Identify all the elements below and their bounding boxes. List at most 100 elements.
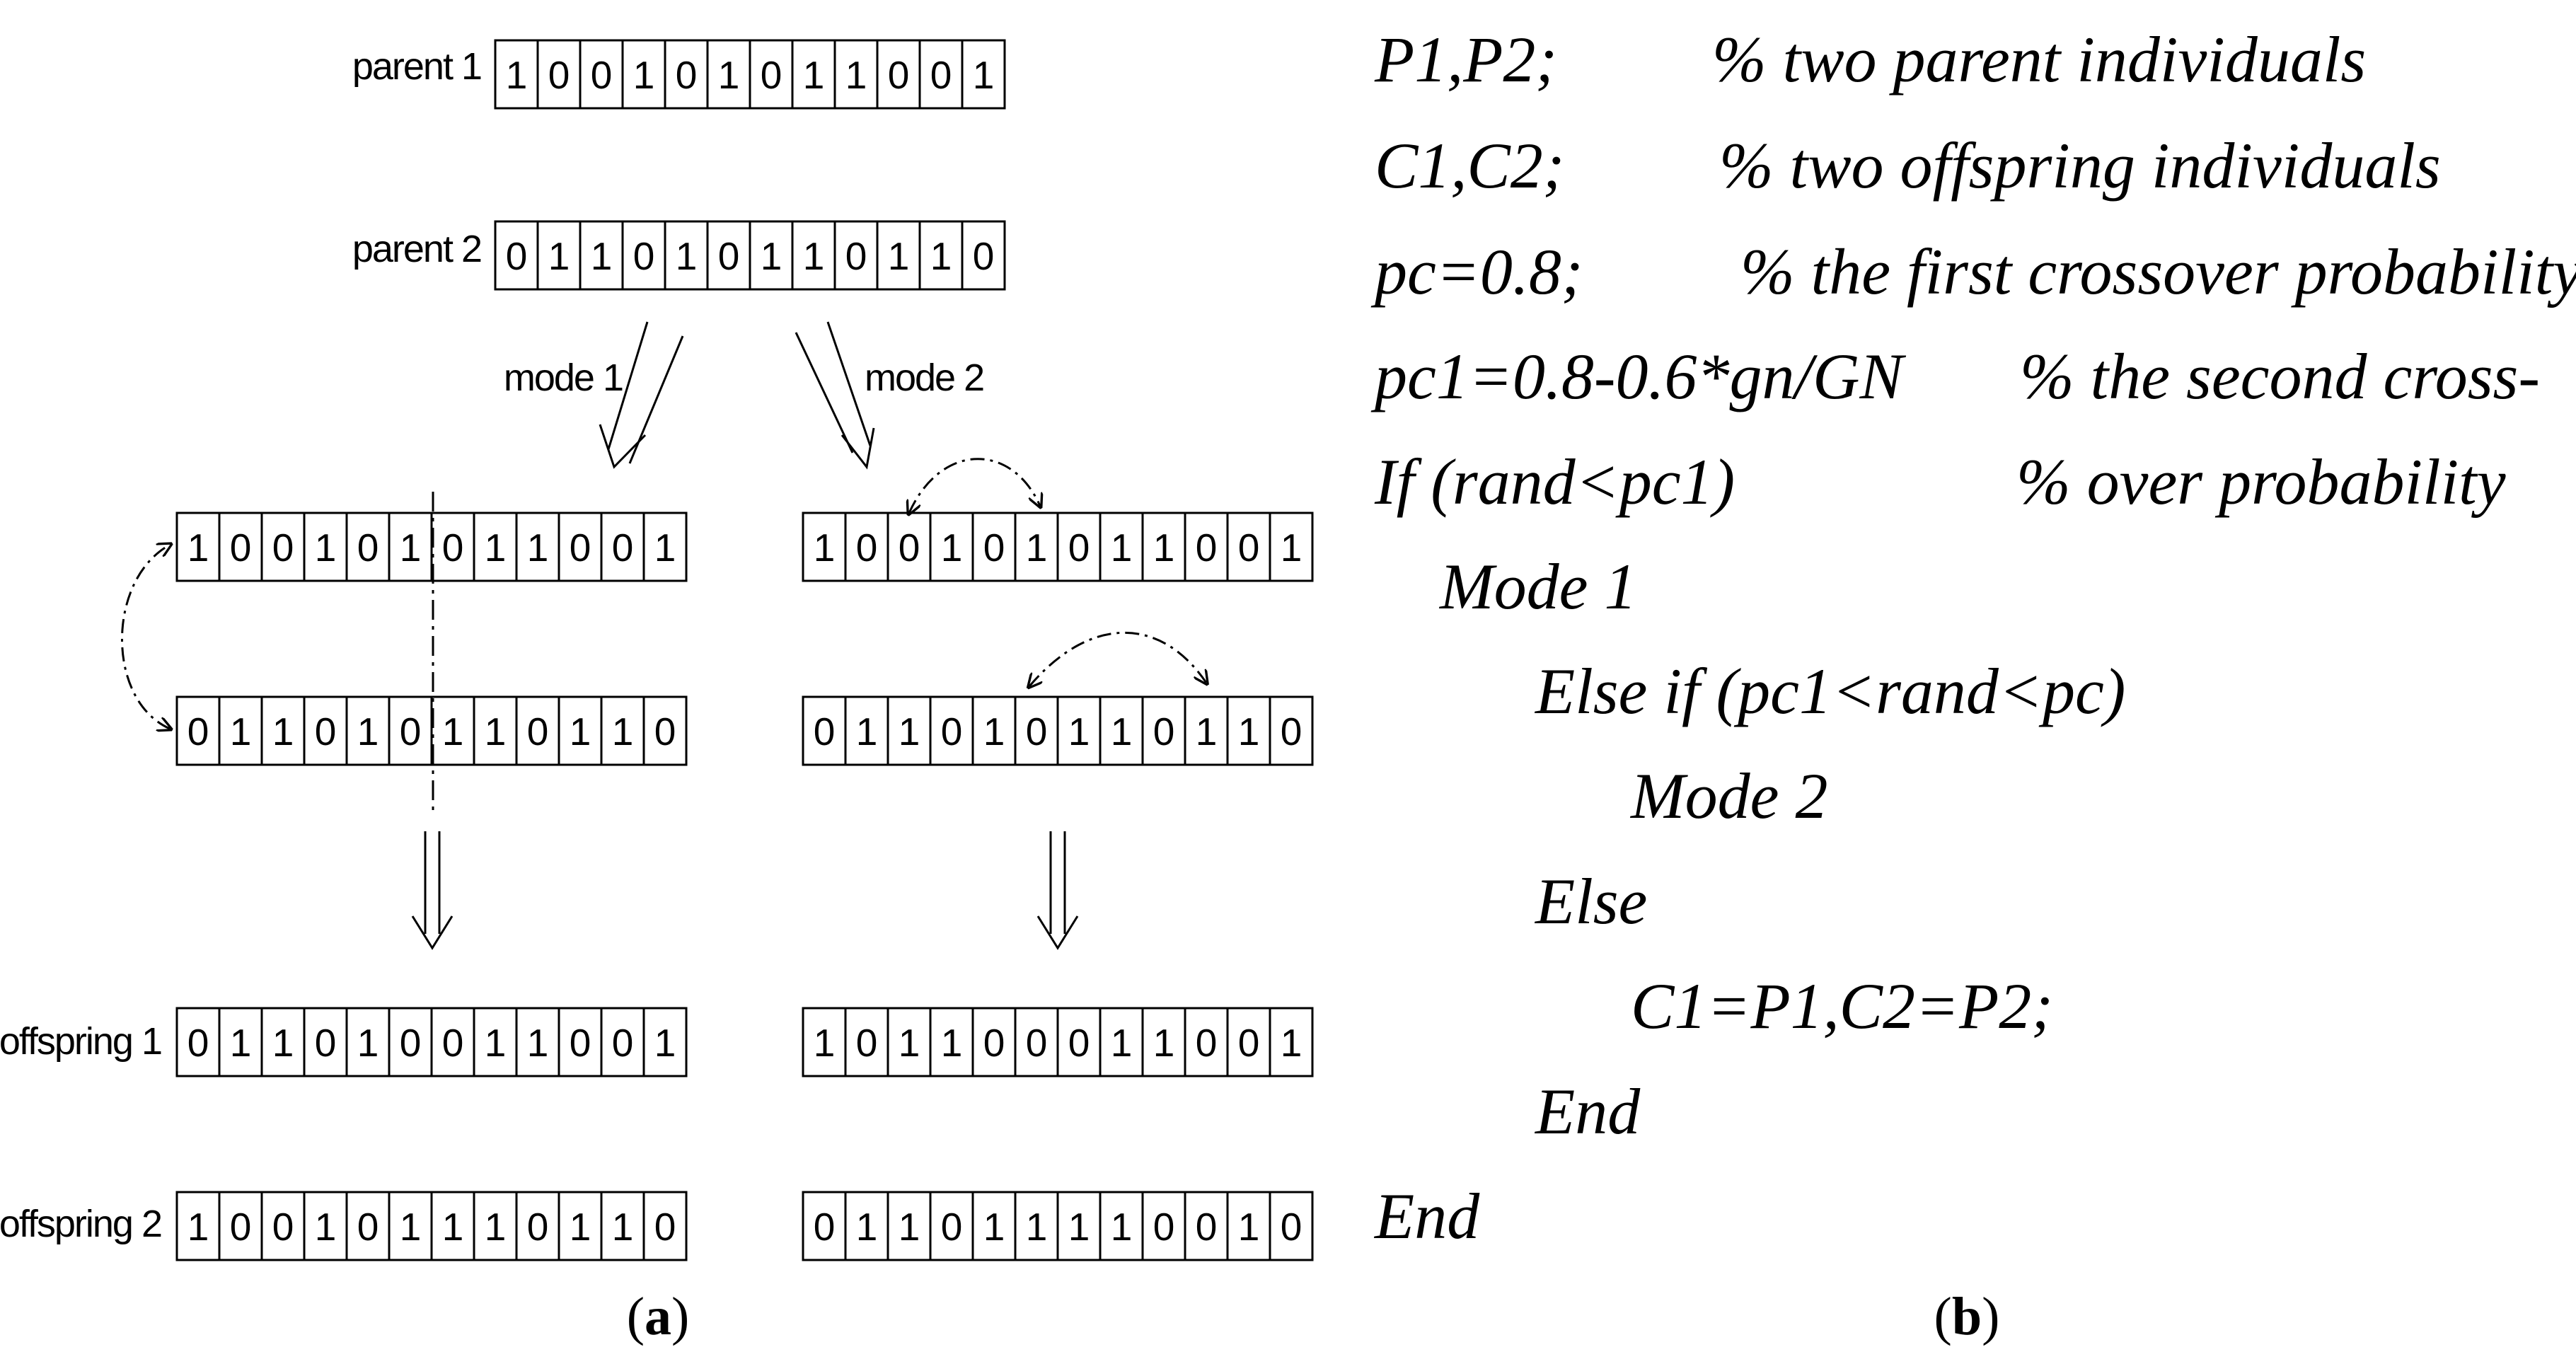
bit-value: 0 [1196, 1021, 1218, 1065]
bit-value: 1 [803, 53, 825, 97]
bit-cell [876, 220, 921, 291]
bit-cell [515, 1007, 560, 1077]
bit-cell [345, 1191, 391, 1261]
bit-value: 1 [315, 1205, 337, 1249]
bit-value: 0 [654, 710, 676, 753]
bit-value: 0 [506, 234, 528, 278]
bit-cell [844, 1191, 889, 1261]
bit-value: 0 [1068, 526, 1090, 570]
code-line-11: End [1534, 1075, 1641, 1148]
bit-value: 0 [718, 234, 740, 278]
bit-cell [218, 695, 263, 766]
bit-value: 0 [1068, 1021, 1090, 1065]
code-line-10: C1=P1,C2=P2; [1631, 970, 2053, 1042]
bit-cell [1226, 512, 1271, 582]
bit-cell [1226, 1007, 1271, 1077]
code-comment-1: % two parent individuals [1712, 23, 2366, 96]
bit-cell [303, 1191, 348, 1261]
bit-value: 1 [1281, 1021, 1303, 1065]
bit-cell [473, 1191, 518, 1261]
mode-1-swap-arc [121, 545, 171, 729]
bit-value: 1 [357, 1021, 379, 1065]
bit-value: 1 [485, 1205, 507, 1249]
panel-b-caption: (b) [1934, 1287, 2000, 1346]
bit-value: 1 [676, 234, 698, 278]
bit-cell [621, 220, 666, 291]
bit-value: 0 [814, 710, 836, 753]
bit-cell [749, 39, 794, 110]
bit-value: 1 [654, 526, 676, 570]
bit-value: 0 [1026, 1021, 1048, 1065]
bit-value: 1 [442, 710, 464, 753]
bit-value: 1 [570, 710, 591, 753]
bit-value: 1 [761, 234, 782, 278]
bit-value: 0 [633, 234, 655, 278]
bit-cell [1141, 1007, 1186, 1077]
parent-1-label: parent 1 [352, 45, 481, 88]
bit-value: 1 [187, 1205, 209, 1249]
code-line-6: Mode 1 [1438, 550, 1636, 623]
bit-cell [515, 695, 560, 766]
bit-value: 1 [612, 710, 634, 753]
bit-cell [558, 512, 603, 582]
bit-value: 0 [442, 526, 464, 570]
bit-cell [600, 695, 645, 766]
bit-value: 1 [1281, 526, 1303, 570]
bit-cell [536, 39, 582, 110]
bit-value: 1 [400, 526, 422, 570]
offspring-1-label: offspring 1 [0, 1020, 161, 1063]
bit-value: 0 [442, 1021, 464, 1065]
bit-cell [802, 512, 847, 582]
bit-cell [600, 512, 645, 582]
bit-value: 0 [899, 526, 920, 570]
bit-cell [175, 512, 221, 582]
bit-cell [1269, 1191, 1314, 1261]
bit-value: 1 [803, 234, 825, 278]
bit-cell [175, 1191, 221, 1261]
bit-value: 1 [230, 1021, 252, 1065]
bit-value: 0 [888, 53, 910, 97]
bit-value: 0 [1026, 710, 1048, 753]
mode-1-label: mode 1 [504, 357, 623, 399]
bit-value: 0 [941, 1205, 963, 1249]
bit-cell [345, 512, 391, 582]
bit-cell [1014, 1007, 1059, 1077]
panel-a-caption: (a) [627, 1287, 690, 1346]
bit-value: 1 [718, 53, 740, 97]
bit-value: 1 [506, 53, 528, 97]
bit-value: 0 [930, 53, 952, 97]
bit-cell [1269, 695, 1314, 766]
code-line-1: P1,P2; [1374, 23, 1557, 96]
bit-cell [536, 220, 582, 291]
bit-cell [494, 220, 539, 291]
bit-cell [1014, 512, 1059, 582]
code-line-12: End [1373, 1180, 1480, 1252]
bit-cell [918, 220, 964, 291]
code-line-7: Else if (pc1<rand<pc) [1534, 655, 2125, 727]
bit-value: 0 [814, 1205, 836, 1249]
bit-value: 1 [1068, 1205, 1090, 1249]
bit-value: 0 [357, 526, 379, 570]
bit-value: 1 [1111, 710, 1133, 753]
mode-2-arrow [795, 321, 875, 470]
bit-cell [802, 1191, 847, 1261]
bit-value: 0 [1153, 1205, 1175, 1249]
bit-cell [1269, 1007, 1314, 1077]
bit-value: 1 [1111, 1205, 1133, 1249]
bit-cell [642, 695, 688, 766]
bit-value: 0 [1281, 710, 1303, 753]
bit-value: 1 [442, 1205, 464, 1249]
parent-2-label: parent 2 [352, 228, 481, 270]
code-line-8: Mode 2 [1629, 760, 1827, 832]
bit-cell [1099, 512, 1144, 582]
